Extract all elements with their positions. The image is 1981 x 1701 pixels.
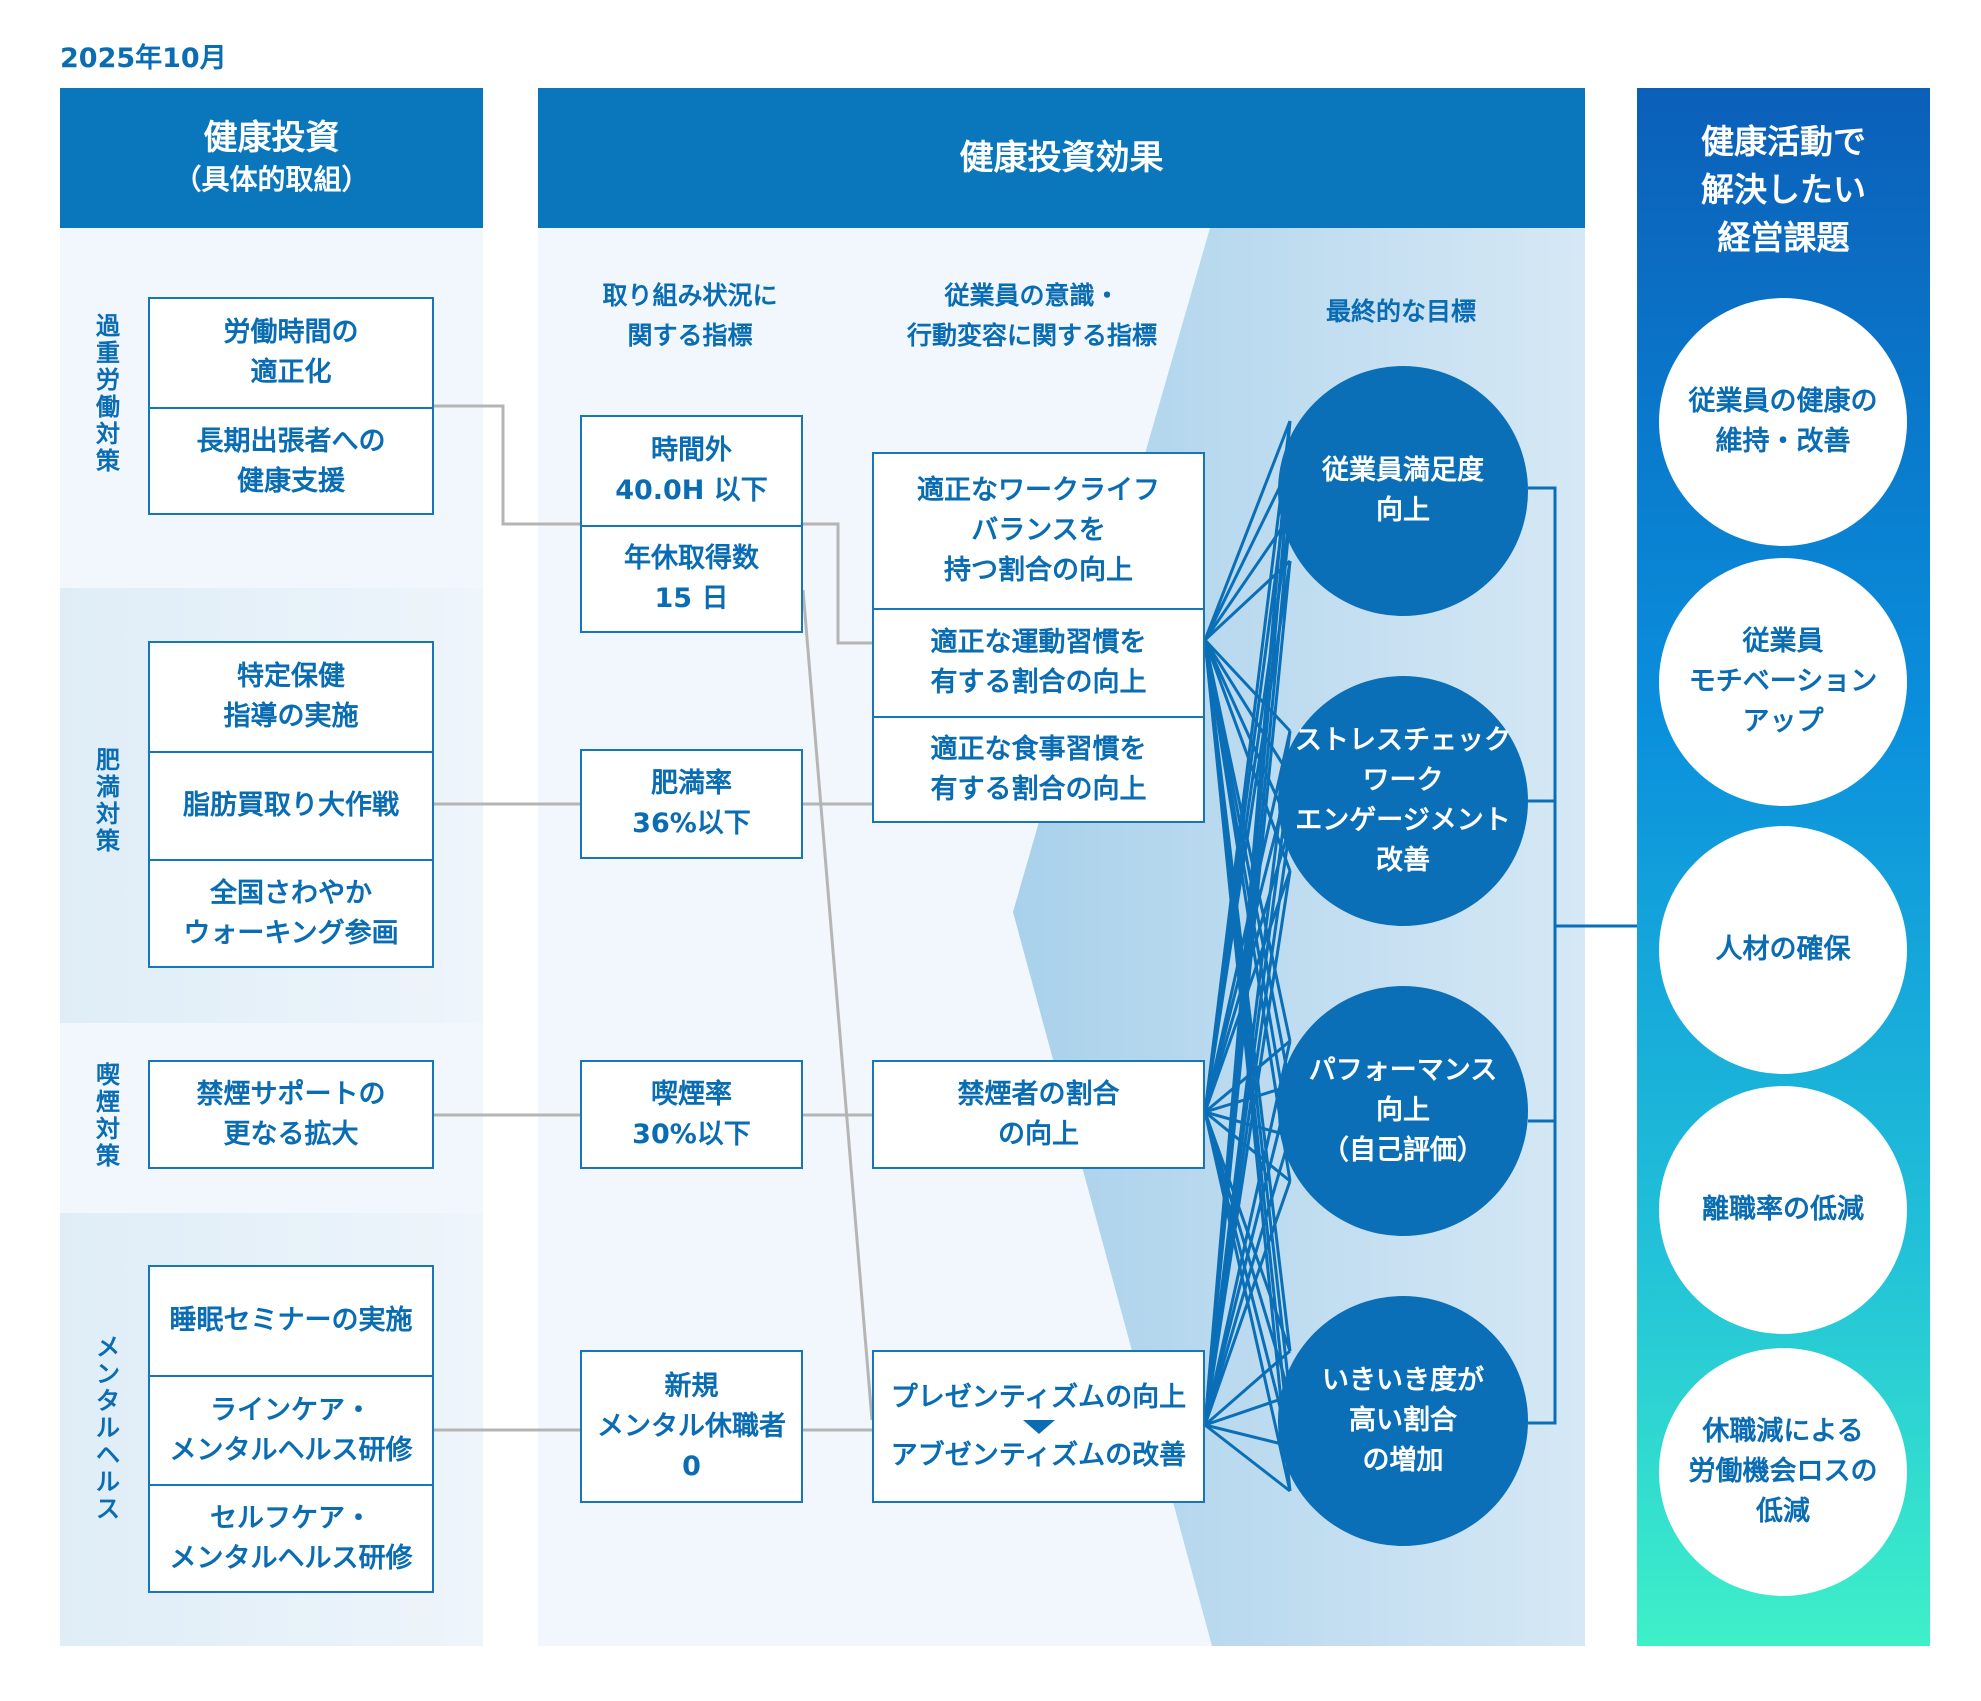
status-indicator: 喫煙率 30%以下 (632, 1078, 751, 1150)
goal-text: ストレスチェック ワーク エンゲージメント 改善 (1295, 725, 1511, 876)
initiative-item: 長期出張者への 健康支援 (150, 407, 432, 515)
down-arrow-icon (1022, 1419, 1055, 1434)
initiative-item: セルフケア・ メンタルヘルス研修 (150, 1484, 432, 1591)
connector-overtime (434, 404, 580, 526)
fan-line (1203, 465, 1292, 641)
status-indicator: 年休取得数 15 日 (582, 525, 801, 631)
column-header-status: 取り組み状況に 関する指標 (602, 281, 778, 350)
grey-connectors (434, 404, 874, 1432)
fan-line (1203, 560, 1292, 1426)
goal-circle: 従業員満足度 向上 (1278, 366, 1528, 616)
absenteeism-label: アブゼンティズムの改善 (890, 1439, 1187, 1471)
goal-circle: パフォーマンス 向上 （自己評価） (1278, 986, 1528, 1236)
issue-circle: 離職率の低減 (1659, 1086, 1907, 1334)
awareness-indicator: 適正なワークライフ バランスを 持つ割合の向上 (917, 475, 1160, 586)
issue-circle: 休職減による 労働機会ロスの 低減 (1659, 1348, 1907, 1596)
business-issues-title: 健康活動で 解決したい 経営課題 (1701, 122, 1866, 257)
initiative-item: 禁煙サポートの 更なる拡大 (196, 1078, 386, 1150)
business-issues-panel: 健康活動で 解決したい 経営課題 従業員の健康の 維持・改善 従業員 モチベーシ… (1637, 88, 1930, 1646)
goal-text: いきいき度が 高い割合 の増加 (1322, 1365, 1484, 1476)
issue-circle: 従業員 モチベーション アップ (1659, 558, 1907, 806)
initiative-item: 労働時間の 適正化 (223, 317, 359, 388)
fan-line (1203, 1040, 1292, 1426)
effect-header-title: 健康投資効果 (959, 138, 1164, 178)
fan-line (1204, 1423, 1291, 1493)
goal-circle: いきいき度が 高い割合 の増加 (1278, 1296, 1528, 1546)
issue-text: 人材の確保 (1715, 934, 1851, 965)
issue-text: 休職減による 労働機会ロスの 低減 (1688, 1416, 1878, 1527)
status-indicator: 新規 メンタル休職者 0 (597, 1370, 786, 1482)
initiative-item: 睡眠セミナーの実施 (169, 1305, 413, 1336)
connector-leave-presenteeism (801, 589, 874, 1421)
fan-line (1203, 1180, 1292, 1426)
awareness-indicator: 適正な運動習慣を 有する割合の向上 (874, 608, 1203, 716)
fan-line (1203, 639, 1292, 777)
goal-text: パフォーマンス 向上 （自己評価） (1308, 1055, 1498, 1166)
category-mental-health: メンタルヘルス (96, 1333, 120, 1523)
issue-text: 離職率の低減 (1702, 1194, 1864, 1225)
awareness-group-smoking: 禁煙者の割合 の向上 (872, 1060, 1205, 1169)
fan-line (1203, 870, 1292, 1426)
initiative-group-obesity: 特定保健 指導の実施 脂肪買取り大作戦 全国さわやか ウォーキング参画 (148, 641, 434, 968)
business-issues-header: 健康活動で 解決したい 経営課題 (1637, 118, 1930, 262)
status-group-obesity: 肥満率 36%以下 (580, 749, 803, 859)
status-indicator: 時間外 40.0H 以下 (615, 435, 768, 506)
goal-issue-bracket (1528, 486, 1637, 1425)
initiative-item: ラインケア・ メンタルヘルス研修 (150, 1375, 432, 1484)
goal-text: 従業員満足度 向上 (1322, 455, 1484, 526)
column-header-goal: 最終的な目標 (1325, 297, 1476, 326)
goal-circle: ストレスチェック ワーク エンゲージメント 改善 (1278, 676, 1528, 926)
initiative-item: 特定保健 指導の実施 (223, 661, 359, 732)
issue-circle: 人材の確保 (1659, 826, 1907, 1074)
initiative-group-mental: 睡眠セミナーの実施 ラインケア・ メンタルヘルス研修 セルフケア・ メンタルヘル… (148, 1265, 434, 1593)
category-overwork: 過重労働対策 (96, 312, 120, 475)
awareness-group-presenteeism: プレゼンティズムの向上 アブゼンティズムの改善 (872, 1350, 1205, 1503)
health-investment-header: 健康投資 （具体的取組） (60, 88, 483, 228)
status-group-overwork: 時間外 40.0H 以下 年休取得数 15 日 (580, 415, 803, 633)
effect-header: 健康投資効果 (538, 88, 1585, 228)
fan-line (1204, 1423, 1291, 1448)
blue-fan-connectors (1203, 420, 1292, 1493)
date-label: 2025年10月 (60, 43, 227, 74)
column-header-awareness: 従業員の意識・ 行動変容に関する指標 (906, 281, 1157, 350)
status-indicator: 肥満率 36%以下 (632, 768, 751, 839)
fan-line (1203, 420, 1292, 641)
header-title: 健康投資 (203, 118, 340, 158)
issue-circle: 従業員の健康の 維持・改善 (1659, 298, 1907, 546)
fan-line (1204, 1394, 1291, 1427)
status-group-smoking: 喫煙率 30%以下 (580, 1060, 803, 1169)
initiative-group-smoking: 禁煙サポートの 更なる拡大 (148, 1060, 434, 1169)
issue-text: 従業員の健康の 維持・改善 (1688, 386, 1878, 457)
awareness-indicator: 禁煙者の割合 の向上 (957, 1078, 1120, 1150)
awareness-group-lifestyle: 適正なワークライフ バランスを 持つ割合の向上 適正な運動習慣を 有する割合の向… (872, 452, 1205, 823)
category-obesity: 肥満対策 (96, 746, 120, 855)
initiative-item: 脂肪買取り大作戦 (150, 751, 432, 859)
status-group-mental: 新規 メンタル休職者 0 (580, 1350, 803, 1503)
initiative-group-overwork: 労働時間の 適正化 長期出張者への 健康支援 (148, 297, 434, 515)
initiative-item: 全国さわやか ウォーキング参画 (150, 859, 432, 967)
fan-line (1203, 1085, 1292, 1426)
presenteeism-label: プレゼンティズムの向上 (890, 1381, 1187, 1413)
awareness-indicator-presenteeism: プレゼンティズムの向上 アブゼンティズムの改善 (874, 1352, 1203, 1501)
header-subtitle: （具体的取組） (173, 163, 370, 196)
fan-line (1203, 1135, 1292, 1426)
awareness-indicator: 適正な食事習慣を 有する割合の向上 (874, 716, 1203, 821)
fan-line (1204, 1349, 1291, 1427)
connector-status-exercise (803, 522, 872, 645)
issue-text: 従業員 モチベーション アップ (1688, 626, 1878, 737)
category-smoking: 喫煙対策 (96, 1061, 120, 1170)
